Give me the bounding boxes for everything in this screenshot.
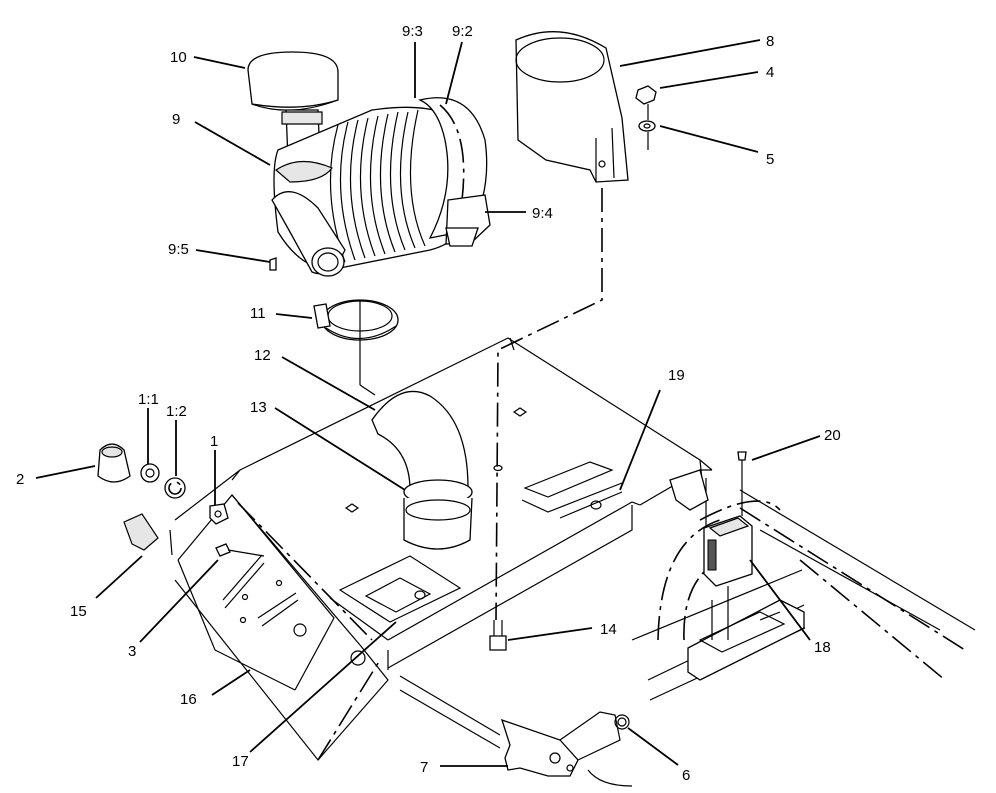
callout-13: 13 — [250, 399, 267, 416]
callout-leaders — [35, 39, 821, 767]
alignment-line — [495, 188, 603, 621]
side-panel — [177, 494, 366, 691]
panel-screw — [215, 543, 265, 557]
panel-plug — [123, 513, 159, 551]
air-cleaner — [247, 51, 491, 277]
callout-19: 19 — [668, 367, 685, 384]
callout-5: 5 — [766, 151, 774, 168]
callout-9-2: 9:2 — [452, 23, 473, 40]
callout-18: 18 — [814, 639, 831, 656]
mount-flange — [669, 469, 709, 511]
callout-7: 7 — [420, 759, 428, 776]
callout-1-2: 1:2 — [166, 403, 187, 420]
intake-elbow — [359, 300, 473, 550]
callout-9-4: 9:4 — [532, 205, 553, 222]
callout-20: 20 — [824, 427, 841, 444]
throttle-lever — [399, 675, 633, 787]
callout-17: 17 — [232, 753, 249, 770]
callout-9-5: 9:5 — [168, 241, 189, 258]
hour-meter — [703, 451, 753, 640]
callout-6: 6 — [682, 767, 690, 784]
callout-1: 1 — [210, 433, 218, 450]
callout-9-3: 9:3 — [402, 23, 423, 40]
deck-panel — [169, 337, 713, 670]
bolt — [489, 620, 507, 651]
frame-rails — [631, 489, 976, 701]
callout-11: 11 — [250, 305, 266, 322]
callout-9: 9 — [172, 111, 180, 128]
band-clamp — [313, 299, 399, 341]
callout-8: 8 — [766, 33, 774, 50]
callout-4: 4 — [766, 64, 774, 81]
callout-2: 2 — [16, 471, 24, 488]
callout-10: 10 — [170, 49, 187, 66]
callout-12: 12 — [254, 347, 271, 364]
callout-16: 16 — [180, 691, 197, 708]
callout-1-1: 1:1 — [138, 391, 159, 408]
nut-washer — [635, 85, 657, 150]
callout-3: 3 — [128, 643, 136, 660]
lower-bracket — [174, 494, 389, 761]
callout-15: 15 — [70, 603, 87, 620]
cleaner-bracket — [515, 31, 629, 183]
control-knob-assembly — [97, 443, 229, 525]
callout-14: 14 — [600, 621, 617, 638]
